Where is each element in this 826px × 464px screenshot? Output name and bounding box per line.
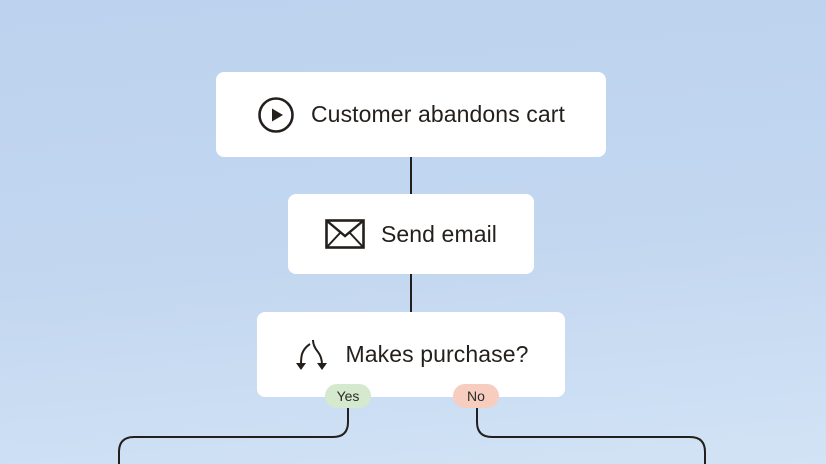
envelope-icon bbox=[325, 219, 365, 249]
no-branch-badge[interactable]: No bbox=[453, 384, 499, 408]
trigger-node[interactable]: Customer abandons cart bbox=[216, 72, 606, 157]
yes-label: Yes bbox=[336, 388, 360, 404]
action-label: Send email bbox=[380, 220, 498, 247]
yes-branch-badge[interactable]: Yes bbox=[325, 384, 371, 408]
trigger-label: Customer abandons cart bbox=[310, 101, 566, 127]
condition-node[interactable]: Makes purchase? bbox=[257, 312, 565, 397]
send-email-node[interactable]: Send email bbox=[288, 194, 534, 274]
condition-label: Makes purchase? bbox=[345, 341, 529, 367]
play-circle-icon bbox=[257, 96, 295, 134]
branch-split-icon bbox=[293, 336, 331, 374]
no-label: No bbox=[467, 388, 485, 404]
